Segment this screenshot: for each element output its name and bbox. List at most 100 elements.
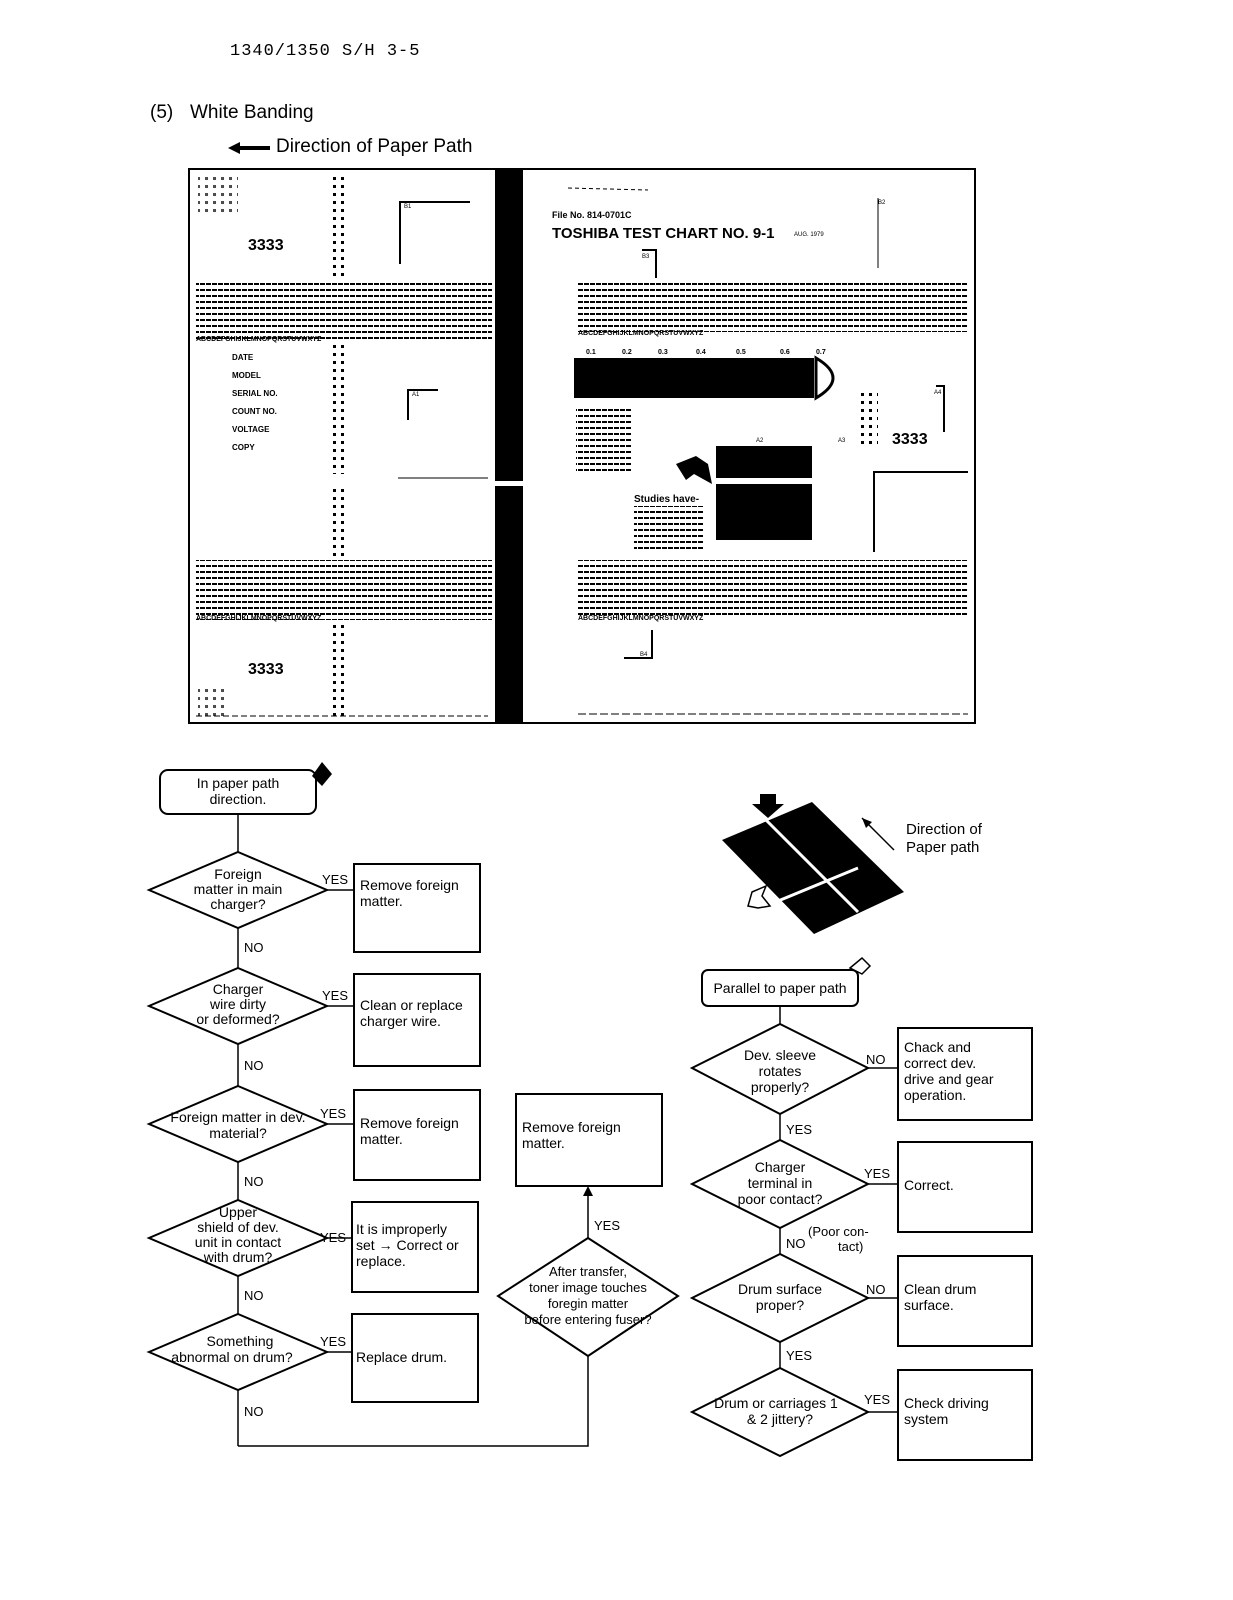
diagram-label: 3333 xyxy=(248,237,284,254)
diagram-shape xyxy=(196,280,492,342)
diagram-label: matter. xyxy=(360,893,403,909)
diagram-label: YES xyxy=(322,988,348,1003)
diagram-label: A1 xyxy=(412,392,420,398)
diagram-label: wire dirty xyxy=(209,996,266,1012)
diagram-label: AUG. 1979 xyxy=(794,232,824,238)
diagram-label: Foreign xyxy=(214,866,261,882)
diagram-label: B3 xyxy=(642,254,650,260)
diagram-label: YES xyxy=(864,1166,890,1181)
action-clean-drum-surface xyxy=(897,1255,1033,1347)
diagram-label: Correct. xyxy=(904,1177,954,1193)
diagram-label: shield of dev. xyxy=(197,1219,278,1235)
diagram-label: Charger xyxy=(755,1159,806,1175)
diagram-shape xyxy=(576,408,632,472)
diagram-label: NO xyxy=(244,1174,264,1189)
diagram-label: VOLTAGE xyxy=(232,425,270,434)
diagram-label: material? xyxy=(209,1125,267,1141)
diagram-shape xyxy=(860,390,878,444)
diagram-label: Chack and xyxy=(904,1039,971,1055)
diagram-label: Remove foreign xyxy=(360,1115,459,1131)
diagram-shape xyxy=(196,560,492,620)
diagram-label: Direction of xyxy=(906,821,983,838)
diagram-label: correct dev. xyxy=(904,1055,976,1071)
diagram-label: Remove foreign xyxy=(522,1119,621,1135)
diagram-shape: DATE MODEL SERIAL NO. COUNT NO. VOLTAGE … xyxy=(232,353,278,452)
diagram-label: properly? xyxy=(751,1079,810,1095)
diagram-shape xyxy=(198,172,238,212)
diagram-shape xyxy=(676,456,712,484)
diagram-label: proper? xyxy=(756,1297,804,1313)
diagram-label: YES xyxy=(864,1392,890,1407)
diagram-shape xyxy=(228,142,270,154)
diagram-label: Clean drum xyxy=(904,1281,976,1297)
diagram-shape xyxy=(407,389,438,420)
diagram-label: In paper path xyxy=(197,775,280,791)
diagram-label: replace. xyxy=(356,1253,406,1269)
diagram-shape xyxy=(862,818,872,828)
action-replace-drum xyxy=(351,1313,479,1403)
diagram-label: NO xyxy=(244,1404,264,1419)
diagram-label: MODEL xyxy=(232,371,261,380)
diagram-label: & 2 jittery? xyxy=(747,1411,813,1427)
action-clean-replace-charger-wire xyxy=(353,973,481,1067)
diagram-shape xyxy=(583,1186,593,1196)
action-improperly-set xyxy=(351,1201,479,1293)
diagram-shape xyxy=(624,630,653,659)
diagram-label: 0.1 xyxy=(586,349,596,356)
diagram-shape xyxy=(936,385,945,432)
diagram-shape xyxy=(764,818,860,914)
diagram-label: Remove foreign xyxy=(360,877,459,893)
outline-corner-marker-icon xyxy=(848,956,872,975)
diagram-label: DATE xyxy=(232,353,254,362)
diagram-label: NO xyxy=(866,1282,886,1297)
diagram-label: NO xyxy=(866,1052,886,1067)
diagram-label: matter in main xyxy=(194,881,283,897)
diagram-label: YES xyxy=(320,1334,346,1349)
diagram-label: with drum? xyxy=(203,1249,273,1265)
diagram-label: tact) xyxy=(838,1239,863,1254)
diagram-label: A2 xyxy=(756,438,764,444)
outline-arrow-icon xyxy=(747,884,772,909)
diagram-label: YES xyxy=(320,1230,346,1245)
black-band xyxy=(495,170,523,722)
diagram-shape xyxy=(567,187,649,191)
diagram-label: COUNT NO. xyxy=(232,407,277,416)
diagram-label: After transfer, xyxy=(549,1264,627,1279)
diagram-label: ABCDEFGHIJKLMNOPQRSTUVWXYZ xyxy=(196,615,322,622)
diagram-label: YES xyxy=(786,1122,812,1137)
section-title: White Banding xyxy=(190,102,314,123)
diagram-label: Drum or carriages 1 xyxy=(714,1395,838,1411)
diagram-shape xyxy=(495,481,523,486)
diagram-label: SERIAL NO. xyxy=(232,389,278,398)
diagram-label: 0.7 xyxy=(816,349,826,356)
section-number: (5) xyxy=(150,102,174,123)
diagram-shape xyxy=(574,358,814,398)
diagram-shape xyxy=(578,280,968,332)
diagram-shape xyxy=(814,355,835,401)
diagram-label: ABCDEFGHIJKLMNOPQRSTUVWXYZ xyxy=(578,330,704,337)
diagram-shape xyxy=(716,446,812,478)
diagram-label: matter. xyxy=(522,1135,565,1151)
diagram-shape xyxy=(634,506,704,552)
diagram-label: ABCDEFGHIJKLMNOPQRSTUVWXYZ xyxy=(196,336,322,343)
diagram-label: (Poor con- xyxy=(808,1224,869,1239)
paper-path-illustration xyxy=(722,794,904,934)
diagram-shape xyxy=(873,471,968,552)
chart-title: TOSHIBA TEST CHART NO. 9-1 xyxy=(552,225,775,242)
diagram-label: Dev. sleeve xyxy=(744,1047,816,1063)
action-check-dev-drive xyxy=(897,1027,1033,1121)
action-remove-foreign-matter-2 xyxy=(353,1089,481,1181)
diagram-label: Something xyxy=(207,1333,274,1349)
diagram-label: A3 xyxy=(838,438,846,444)
diagram-label: B1 xyxy=(404,204,412,210)
diagram-label: 3333 xyxy=(892,431,928,448)
file-number: File No. 814-0701C xyxy=(552,210,632,220)
diagram-label: set → Correct or xyxy=(356,1237,459,1253)
diagram-shape xyxy=(578,560,968,616)
decision-drum-carriages-jittery xyxy=(689,1366,871,1458)
diagram-label: 0.6 xyxy=(780,349,790,356)
diagram-label: terminal in xyxy=(748,1175,813,1191)
diagram-label: Parallel to paper path xyxy=(713,980,846,996)
diagram-label: NO xyxy=(244,1288,264,1303)
